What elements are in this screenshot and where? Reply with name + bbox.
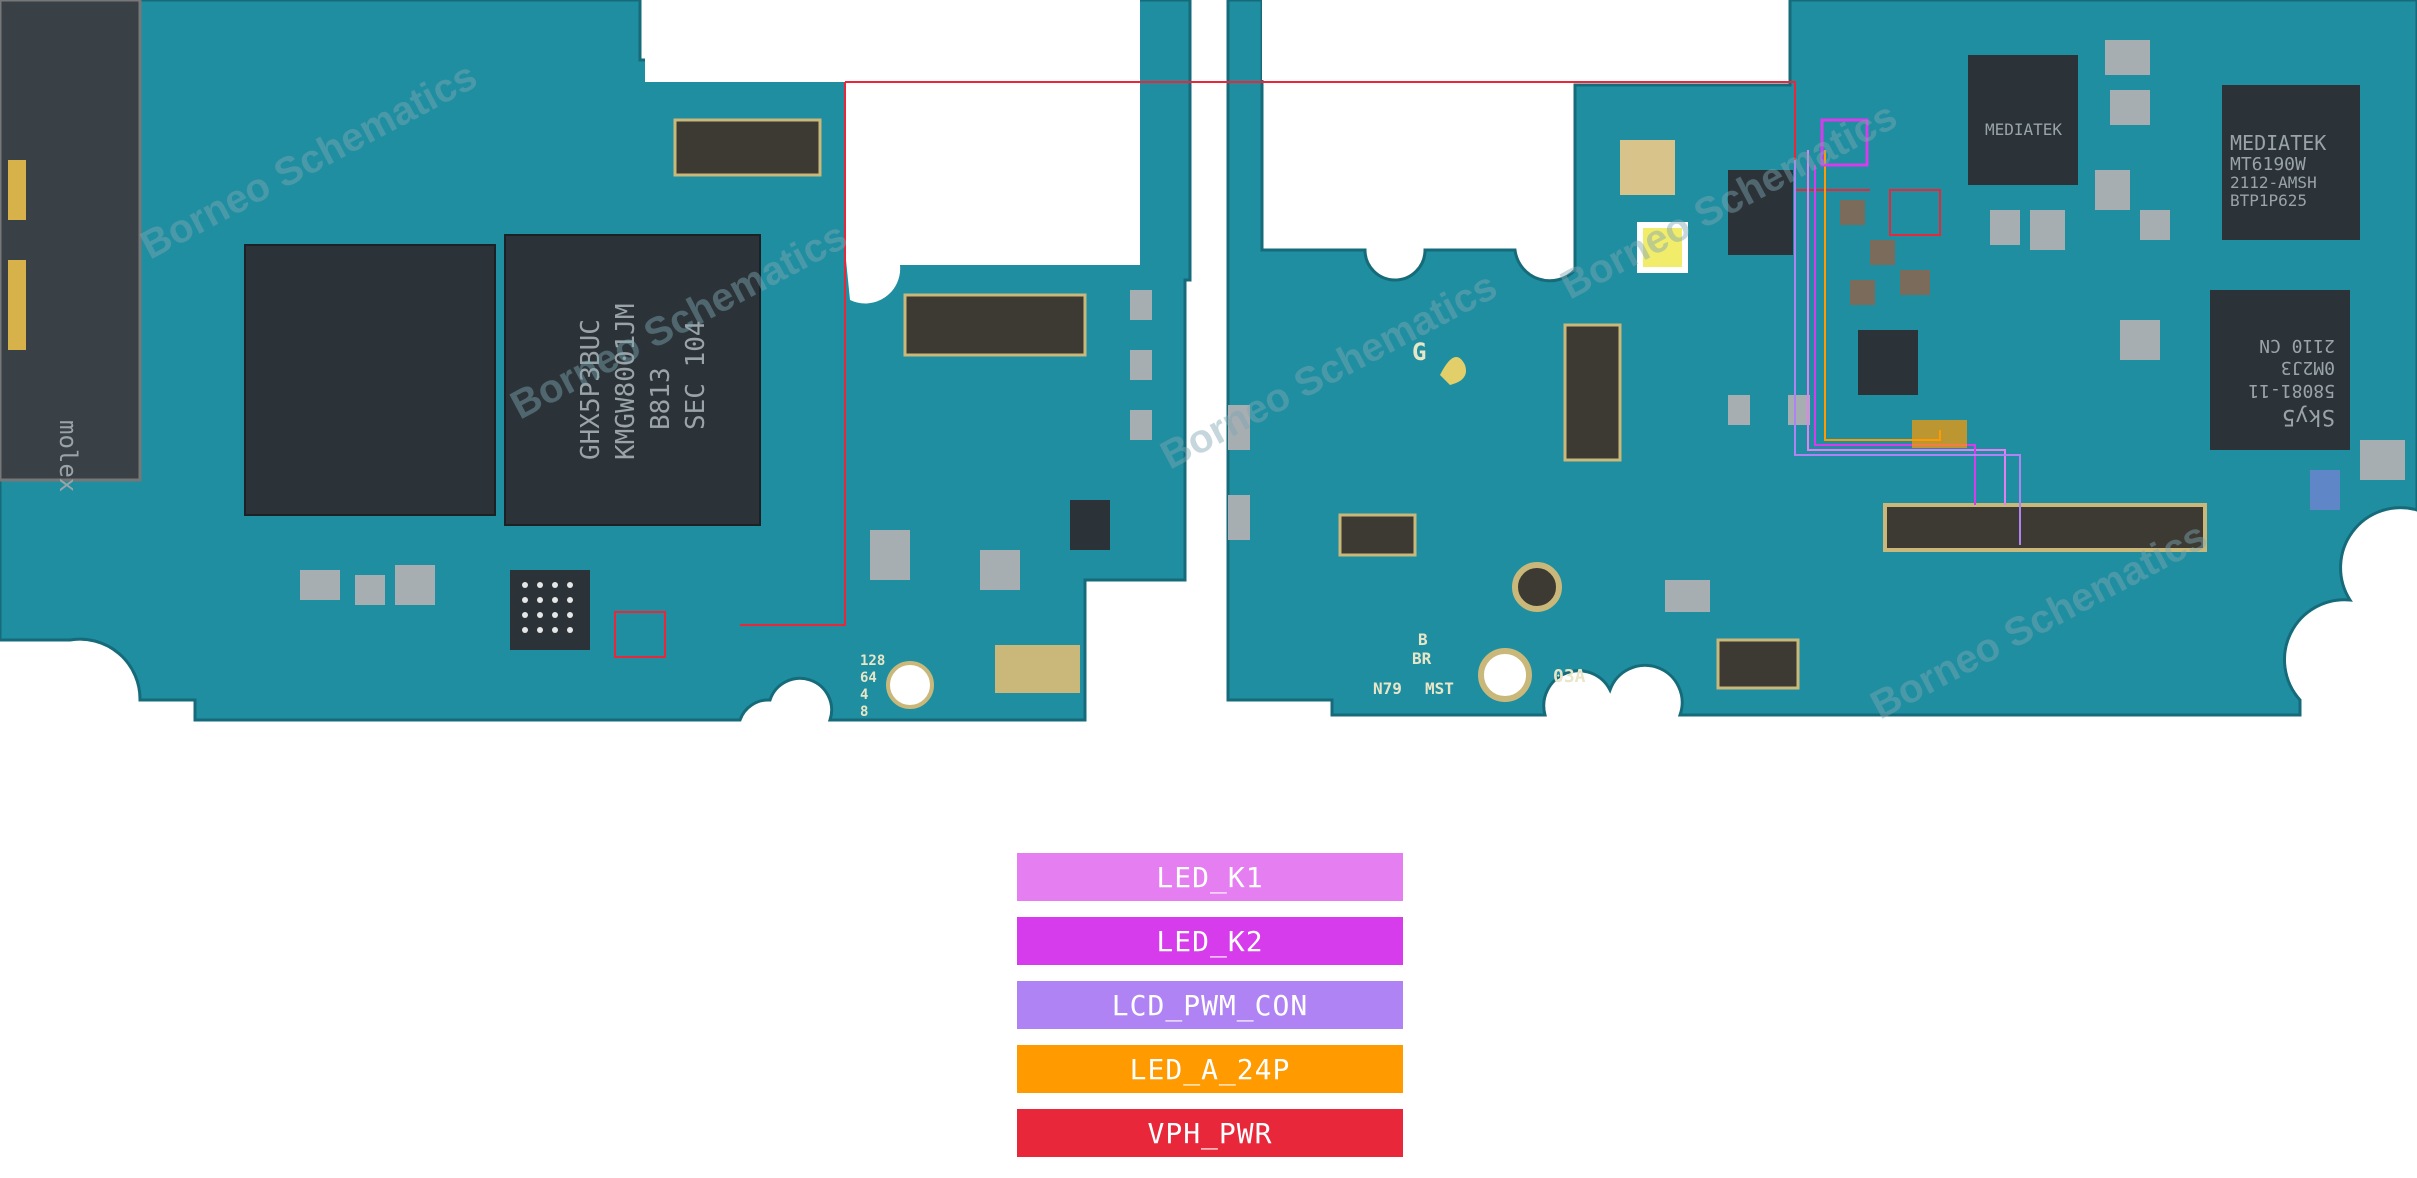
skyworks-chip-line-4: 2110 CN	[2259, 335, 2335, 356]
silk-code-n79: N79	[1373, 679, 1402, 698]
silk-code-03a: 03A	[1553, 666, 1586, 687]
left-board: molex SEC 104 B813 KMGW8001JM GHX5P3BUC	[0, 0, 1192, 722]
legend-led-a-24p: LED_A_24P	[1017, 1045, 1403, 1093]
skyworks-chip-line-2: 58081-11	[2248, 380, 2335, 401]
skyworks-chip-line-3: 0M2J3	[2281, 357, 2335, 378]
silk-code-br: BR	[1412, 649, 1432, 668]
vph-pwr-trace-right	[845, 81, 1870, 191]
legend-vph-pwr-label: VPH_PWR	[1147, 1116, 1273, 1150]
led-k2-trace	[1814, 165, 1976, 505]
mediatek-chip-1-label: MEDIATEK	[1985, 120, 2062, 139]
memory-chip-line-1: SEC 104	[681, 320, 711, 430]
legend-lcd-pwm-con: LCD_PWM_CON	[1017, 981, 1403, 1029]
silk-code-8: 8	[860, 704, 868, 720]
mediatek-chip-2-line-1: MEDIATEK	[2230, 131, 2326, 155]
right-board: G B BR N79 MST 03A MEDIATEK MEDIATEK MT6…	[845, 0, 2417, 717]
memory-chip-line-2: B813	[646, 367, 676, 430]
led-k1-trace	[1807, 150, 2006, 505]
silk-code-4: 4	[860, 687, 868, 703]
skyworks-chip-line-1: Sky5	[2282, 404, 2335, 429]
lcd-pwm-con-trace	[1794, 160, 2021, 545]
legend-led-a-24p-label: LED_A_24P	[1129, 1052, 1291, 1086]
signal-legend: LED_K1 LED_K2 LCD_PWM_CON LED_A_24P VPH_…	[1017, 853, 1403, 1157]
legend-led-k1: LED_K1	[1017, 853, 1403, 901]
molex-label: molex	[54, 420, 82, 492]
mediatek-chip-2-line-2: MT6190W	[2230, 154, 2306, 175]
pcb-board-image: molex SEC 104 B813 KMGW8001JM GHX5P3BUC	[0, 0, 2417, 728]
legend-led-k1-label: LED_K1	[1156, 860, 1264, 894]
silk-code-mst: MST	[1425, 679, 1454, 698]
memory-chip-line-4: GHX5P3BUC	[576, 319, 606, 460]
memory-chip-line-3: KMGW8001JM	[611, 303, 641, 460]
mediatek-chip-2-line-4: BTP1P625	[2230, 191, 2307, 210]
vph-pwr-trace-left	[740, 82, 846, 626]
silk-code-b: B	[1418, 630, 1428, 649]
legend-lcd-pwm-con-label: LCD_PWM_CON	[1111, 988, 1309, 1022]
silk-code-64: 64	[860, 670, 877, 686]
legend-vph-pwr: VPH_PWR	[1017, 1109, 1403, 1157]
mediatek-chip-2-line-3: 2112-AMSH	[2230, 173, 2317, 192]
legend-led-k2: LED_K2	[1017, 917, 1403, 965]
g-logo: G	[1412, 338, 1426, 366]
legend-led-k2-label: LED_K2	[1156, 924, 1264, 958]
silk-code-128: 128	[860, 653, 885, 669]
